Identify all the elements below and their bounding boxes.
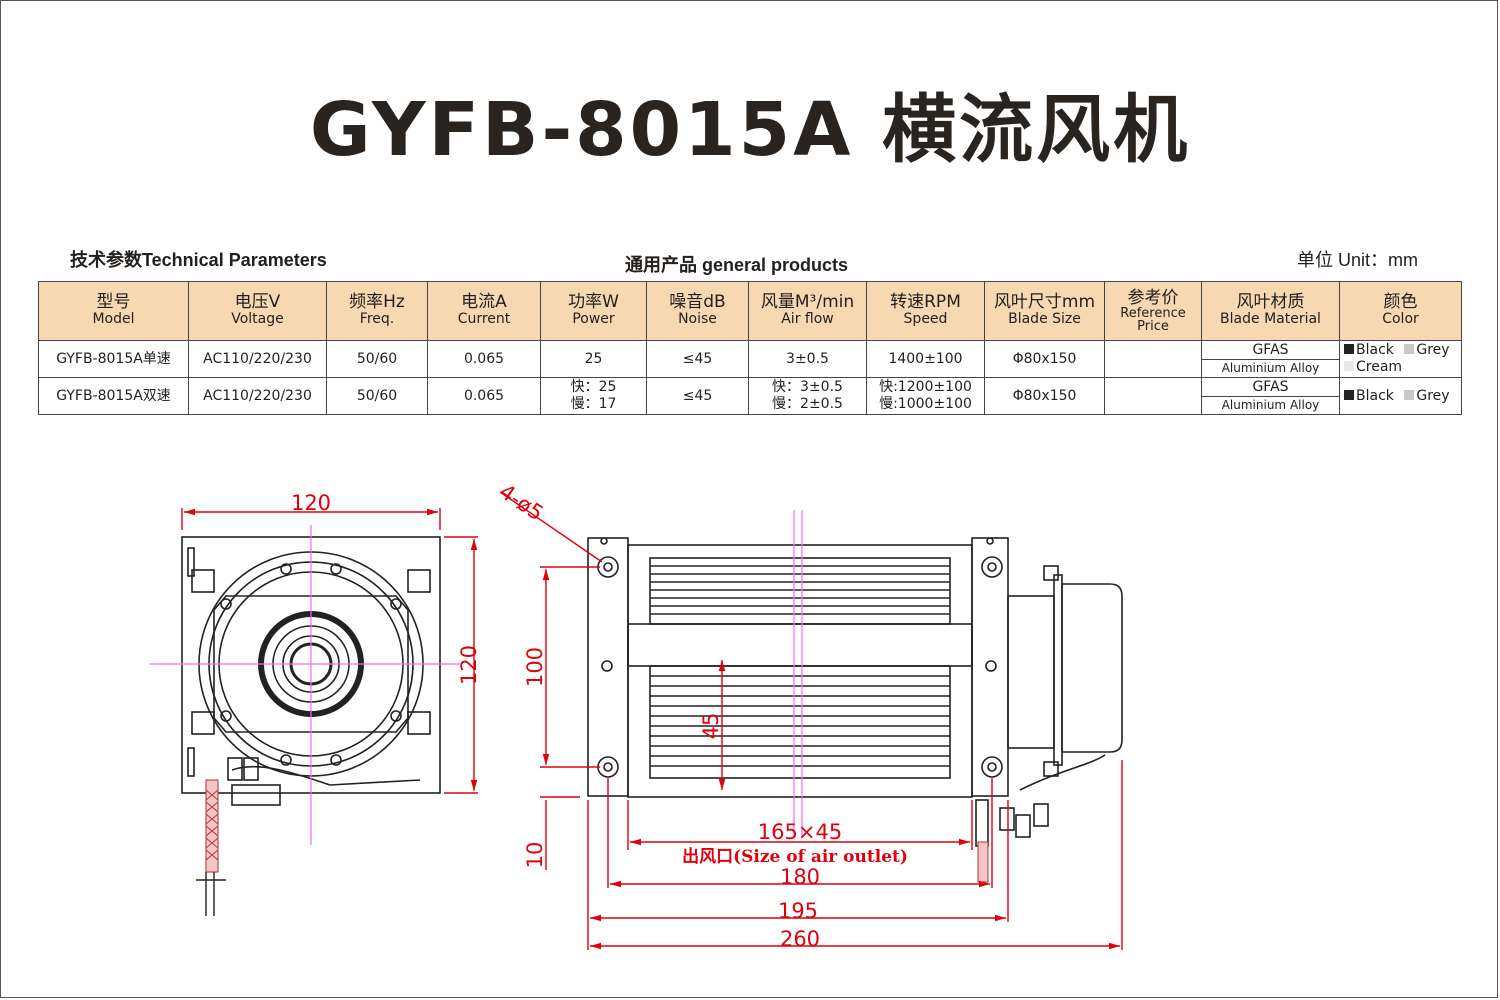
dim-180: 180 — [780, 865, 820, 889]
cell-price — [1104, 377, 1202, 415]
tech-params-heading: 技术参数Technical Parameters — [70, 250, 327, 270]
cell-model: GYFB-8015A单速 — [38, 340, 189, 378]
cell-noise: ≤45 — [646, 340, 749, 378]
material-top: GFAS — [1202, 378, 1339, 397]
black-swatch — [1344, 389, 1354, 400]
cell-freq: 50/60 — [326, 377, 428, 415]
cell-color: Black Grey Cream — [1339, 340, 1462, 378]
cell-blade-size: Φ80x150 — [984, 377, 1105, 415]
general-products-heading: 通用产品 general products — [625, 255, 849, 275]
cream-swatch — [1344, 361, 1354, 371]
front-dimensions — [499, 491, 1123, 950]
cell-blade-size: Φ80x150 — [984, 340, 1105, 378]
cell-current: 0.065 — [427, 340, 541, 378]
cell-airflow: 3±0.5 — [748, 340, 867, 378]
side-center-lines — [150, 525, 460, 845]
dim-195: 195 — [778, 899, 818, 923]
unit-label: 单位 Unit：mm — [1297, 250, 1418, 270]
grey-swatch — [1404, 389, 1415, 400]
cell-voltage: AC110/220/230 — [188, 340, 327, 378]
cell-noise: ≤45 — [646, 377, 749, 415]
side-cable — [196, 779, 226, 916]
material-top: GFAS — [1202, 341, 1339, 360]
grey-swatch — [1404, 344, 1415, 354]
dim-outlet-size: 165×45 — [758, 820, 842, 844]
black-swatch — [1344, 344, 1354, 354]
cell-voltage: AC110/220/230 — [188, 377, 327, 415]
dim-side-height: 120 — [457, 645, 481, 685]
cell-model: GYFB-8015A双速 — [38, 377, 189, 415]
table-row: GYFB-8015A单速 AC110/220/230 50/60 0.065 2… — [38, 340, 1462, 378]
front-center-lines — [793, 510, 803, 838]
cell-price — [1104, 340, 1202, 378]
technical-drawing: 120 120 — [150, 479, 1123, 951]
dim-side-width: 120 — [291, 491, 331, 515]
material-bottom: Aluminium Alloy — [1221, 398, 1320, 412]
table-row: GYFB-8015A双速 AC110/220/230 50/60 0.065 快… — [38, 377, 1462, 415]
front-cable — [977, 841, 989, 883]
cell-power: 25 — [540, 340, 647, 378]
cell-color: Black Grey — [1339, 377, 1462, 415]
material-bottom: Aluminium Alloy — [1221, 361, 1320, 375]
dim-260: 260 — [780, 927, 820, 951]
cell-speed: 1400±100 — [866, 340, 985, 378]
cell-freq: 50/60 — [326, 340, 428, 378]
front-view — [587, 537, 1123, 847]
cell-current: 0.065 — [427, 377, 541, 415]
dim-100: 100 — [523, 647, 547, 687]
side-dimensions — [181, 508, 478, 794]
page-title: GYFB-8015A 横流风机 — [309, 87, 1191, 173]
dim-45: 45 — [699, 713, 723, 740]
outlet-label: 出风口(Size of air outlet) — [682, 846, 908, 867]
dim-10: 10 — [523, 842, 547, 869]
